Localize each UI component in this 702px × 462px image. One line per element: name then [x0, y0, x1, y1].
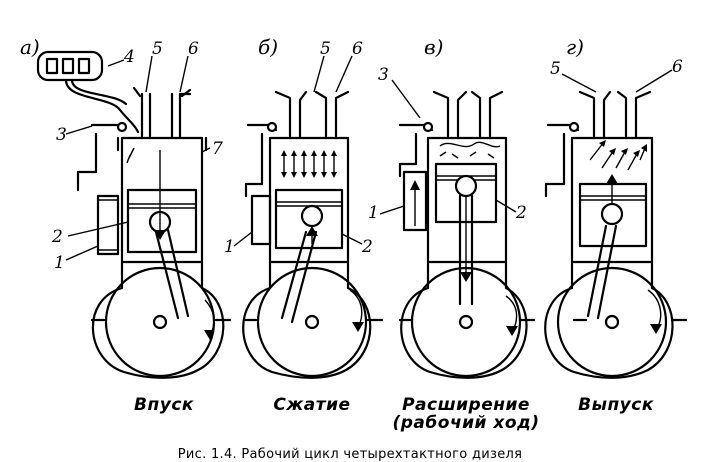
cylinder [426, 136, 508, 264]
fuel-pump-1 [402, 170, 428, 232]
pump-cell-2 [61, 57, 75, 75]
callout-6: 6 [352, 39, 363, 59]
panel-letter-c: в) [424, 35, 443, 59]
fuel-pipe [64, 78, 140, 134]
callout-2: 2 [361, 237, 373, 257]
callout-4: 4 [123, 47, 135, 67]
connecting-rod [280, 230, 318, 324]
panel-exhaust [544, 69, 688, 379]
panel-letter-b: б) [258, 35, 278, 59]
intake-port [140, 92, 152, 140]
callout-5: 5 [320, 39, 331, 59]
connecting-rod [154, 228, 190, 320]
callout-1: 1 [54, 253, 65, 273]
panel-intake [36, 50, 232, 379]
callout-1: 1 [224, 237, 235, 257]
callout-3: 3 [378, 65, 389, 85]
fuel-pump-1 [250, 194, 272, 246]
stage-label-exhaust: Выпуск [578, 395, 654, 415]
stage-label-expansion: Расширение [402, 395, 530, 415]
panel-letter-a: а) [20, 35, 40, 59]
callout-2: 2 [51, 227, 63, 247]
callout-7: 7 [212, 139, 223, 159]
callout-1: 1 [368, 203, 379, 223]
callout-5: 5 [152, 39, 163, 59]
cylinder [268, 136, 350, 264]
figure-caption: Рис. 1.4. Рабочий цикл четырехтактного д… [178, 447, 523, 462]
callout-6: 6 [188, 39, 199, 59]
stage-label-expansion-sub: (рабочий ход) [392, 413, 539, 433]
panel-letter-d: г) [566, 35, 584, 59]
panel-compression [233, 55, 384, 379]
stage-label-compression: Сжатие [273, 395, 350, 415]
callout-6: 6 [672, 57, 683, 77]
connecting-rod [458, 194, 474, 306]
piston [274, 188, 344, 250]
pump-cell-1 [45, 57, 59, 75]
callout-3: 3 [56, 125, 67, 145]
cylinder [120, 136, 204, 264]
callout-5: 5 [550, 59, 561, 79]
crankshaft [152, 314, 168, 330]
stage-label-intake: Впуск [134, 395, 194, 415]
pump-cell-3 [77, 57, 91, 75]
callout-2: 2 [515, 203, 527, 223]
exhaust-port [170, 92, 192, 140]
fuel-pump-box [36, 50, 104, 82]
panel-expansion [379, 79, 536, 379]
